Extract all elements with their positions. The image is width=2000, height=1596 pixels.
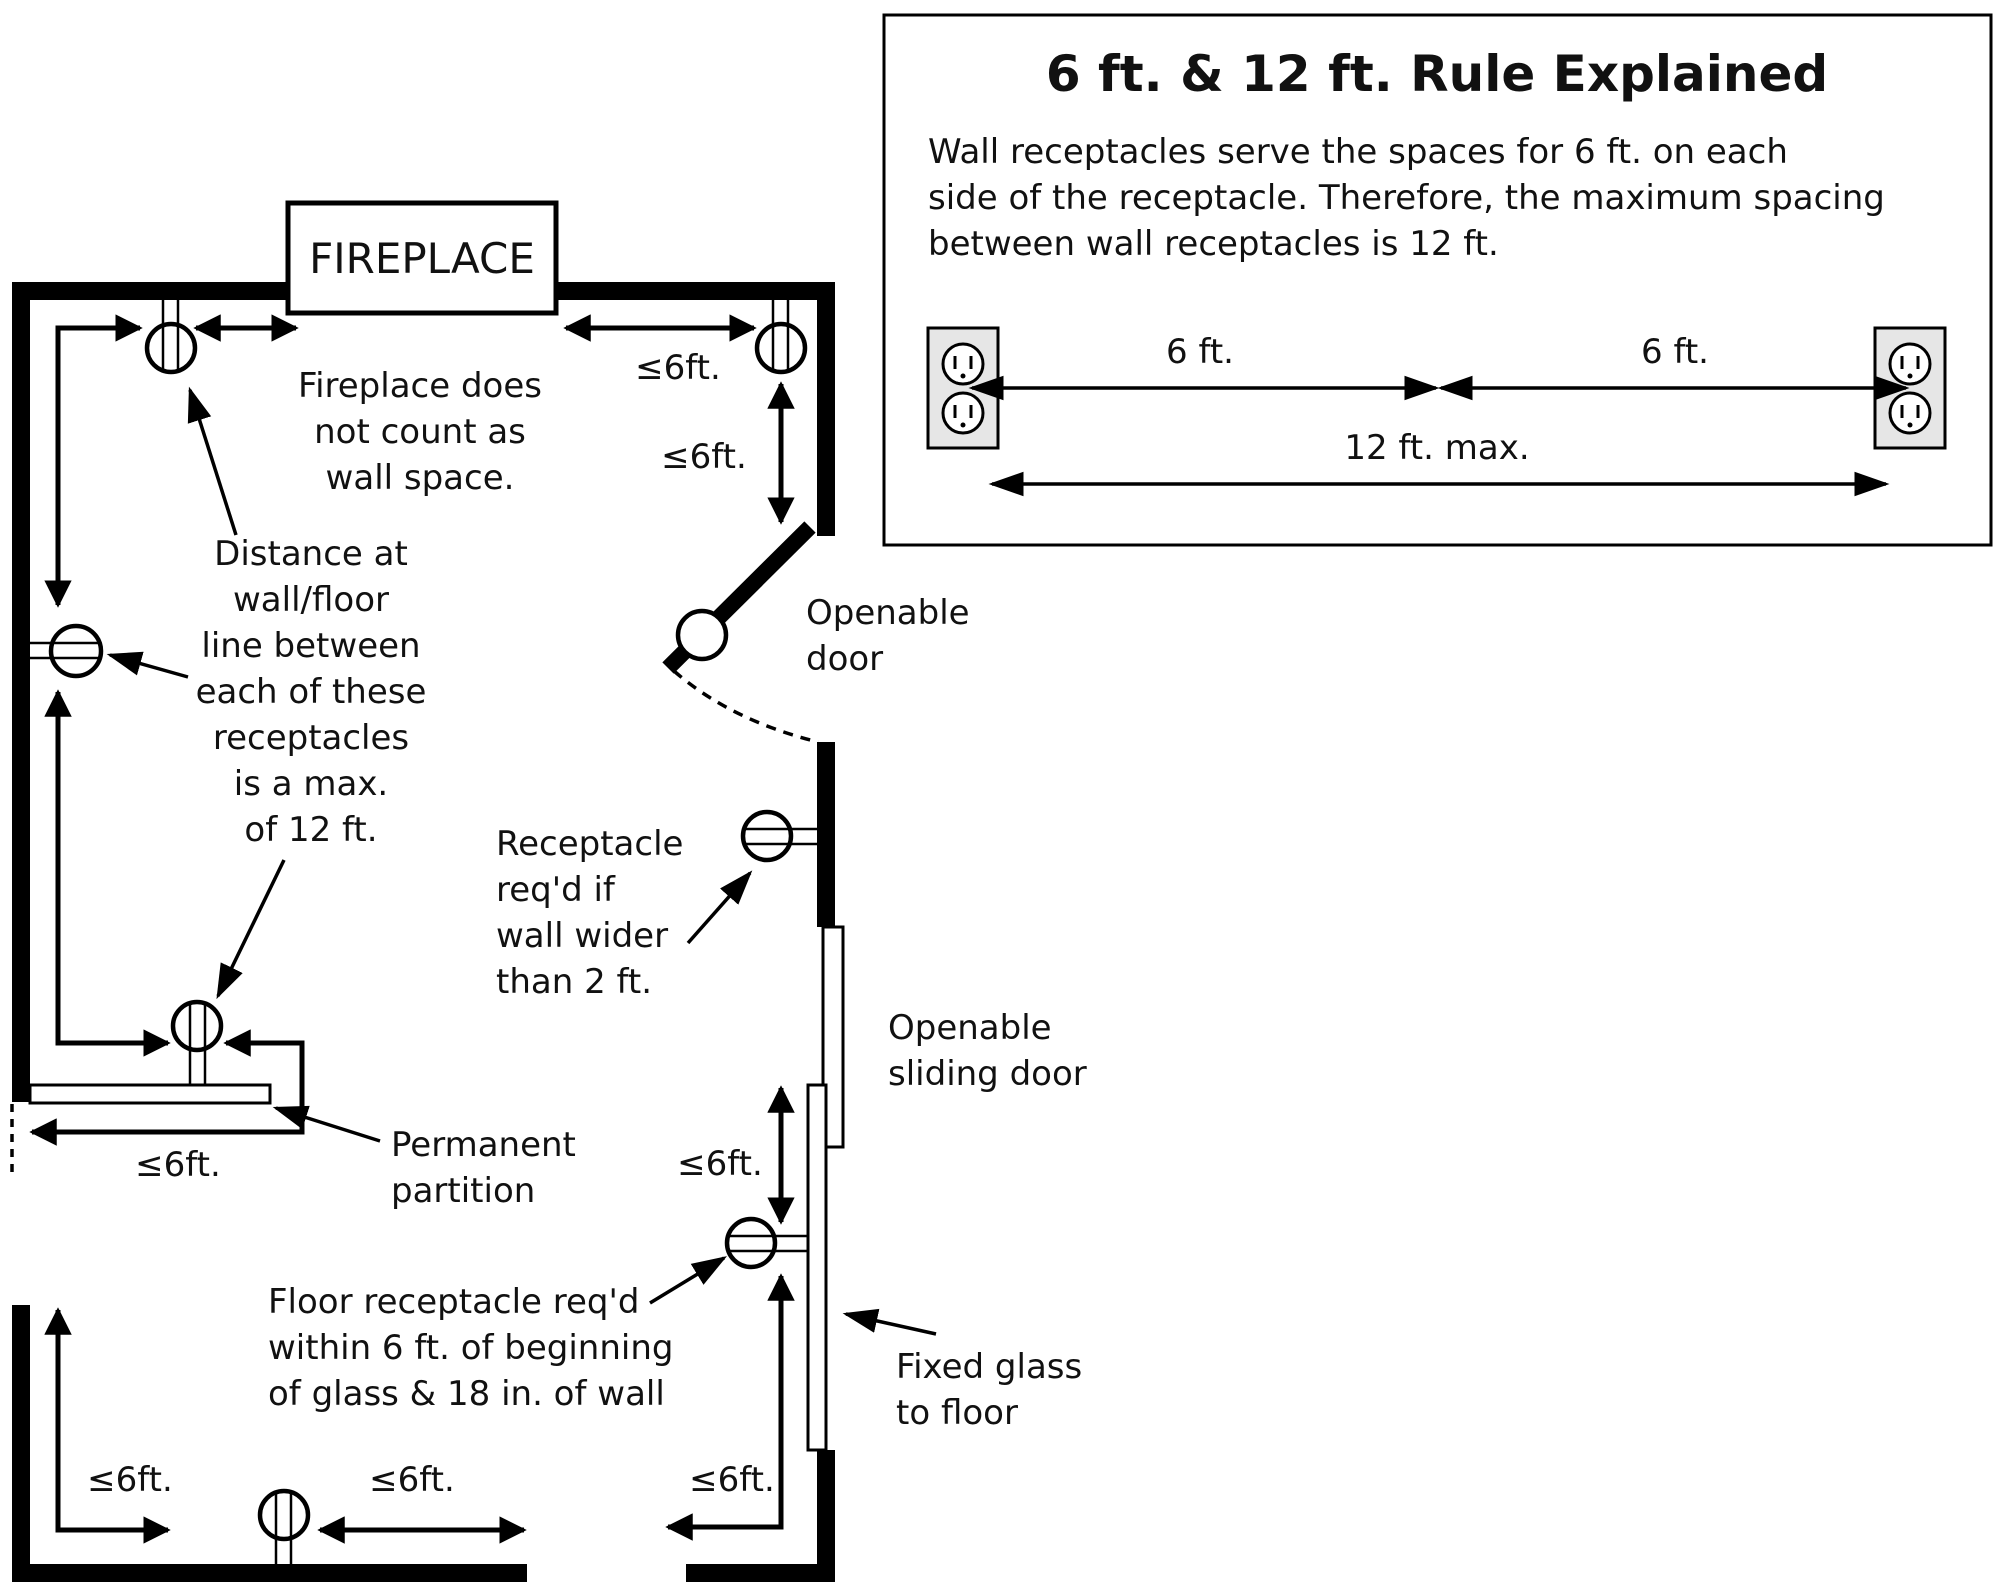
distance-line-2: wall/floor: [233, 580, 389, 620]
distance-line-4: each of these: [196, 672, 427, 712]
leader-lines: [106, 386, 937, 1336]
arrow-left-top-run: [44, 314, 143, 608]
rule-box-body-line-1: Wall receptacles serve the spaces for 6 …: [928, 132, 1788, 172]
distance-annotation: Distance at wall/floor line between each…: [196, 534, 427, 850]
distance-line-7: of 12 ft.: [244, 810, 377, 850]
rule-left-span-label: 6 ft.: [1166, 332, 1234, 372]
leader-fixed-glass: [842, 1308, 937, 1336]
walls: [12, 282, 835, 1582]
arrow-bottom-left: [44, 1307, 171, 1544]
outlet-left-icon: [926, 326, 1000, 450]
rule-box-body-line-2: side of the receptacle. Therefore, the m…: [928, 178, 1885, 218]
rule-box-body-line-3: between wall receptacles is 12 ft.: [928, 224, 1499, 264]
label-sliding-door-spacing: ≤6ft.: [677, 1144, 763, 1184]
arrow-partition-wrap: [29, 1029, 305, 1146]
label-bottom-middle: ≤6ft.: [369, 1460, 455, 1500]
wall-right-upper: [817, 282, 835, 536]
label-partition-spacing: ≤6ft.: [135, 1145, 221, 1185]
receptacle-top-left: [144, 300, 198, 375]
distance-line-6: is a max.: [234, 764, 389, 804]
receptacle-wall-line-3: wall wider: [496, 916, 668, 956]
fireplace-note-line-3: wall space.: [326, 458, 515, 498]
rule-total-span-label: 12 ft. max.: [1344, 428, 1529, 468]
leader-floor-receptacle: [649, 1256, 727, 1305]
dimension-arrows: [29, 314, 795, 1544]
partition-line-1: Permanent: [391, 1125, 576, 1165]
openable-door-line-2: door: [806, 639, 883, 679]
wall-top-right: [555, 282, 835, 300]
leader-distance-top: [187, 386, 238, 536]
wall-right-middle: [817, 742, 835, 927]
leader-distance-bottom: [216, 859, 286, 1000]
label-bottom-right: ≤6ft.: [689, 1460, 775, 1500]
floor-receptacle-annotation: Floor receptacle req'd within 6 ft. of b…: [268, 1282, 673, 1414]
wall-left-upper: [12, 282, 30, 1102]
floor-receptacle-line-2: within 6 ft. of beginning: [268, 1328, 673, 1368]
fixed-glass-line-1: Fixed glass: [896, 1347, 1082, 1387]
wall-right-lower: [817, 1450, 835, 1582]
wall-bottom-right: [686, 1564, 835, 1582]
outlet-right-icon: [1873, 326, 1947, 450]
distance-line-5: receptacles: [213, 718, 409, 758]
receptacle-bottom: [257, 1488, 311, 1564]
partition-annotation: Permanent partition: [391, 1125, 576, 1211]
distance-line-3: line between: [201, 626, 420, 666]
fireplace-note-line-2: not count as: [314, 412, 526, 452]
receptacle-door: [675, 608, 729, 662]
door-swing-arc: [672, 669, 819, 744]
receptacle-wall-line-1: Receptacle: [496, 824, 683, 864]
fixed-glass-panel: [806, 1083, 828, 1452]
wall-bottom-left: [12, 1564, 527, 1582]
fixed-glass-annotation: Fixed glass to floor: [896, 1347, 1082, 1433]
label-top-right-vertical: ≤6ft.: [661, 437, 747, 477]
sliding-door-line-2: sliding door: [888, 1054, 1087, 1094]
leader-receptacle-wall: [686, 870, 753, 945]
receptacle-left-wall: [30, 623, 104, 679]
receptacle-wall-annotation: Receptacle req'd if wall wider than 2 ft…: [496, 824, 683, 1002]
rule-box: 6 ft. & 12 ft. Rule Explained Wall recep…: [882, 13, 1993, 547]
floor-receptacle-line-3: of glass & 18 in. of wall: [268, 1374, 665, 1414]
rule-right-span-label: 6 ft.: [1641, 332, 1709, 372]
fireplace-note: Fireplace does not count as wall space.: [298, 366, 542, 498]
permanent-partition: [28, 1083, 272, 1105]
receptacle-partition: [170, 999, 224, 1085]
openable-door-annotation: Openable door: [806, 593, 970, 679]
leader-partition: [272, 1105, 381, 1143]
rule-box-title: 6 ft. & 12 ft. Rule Explained: [1046, 45, 1828, 103]
wall-left-lower: [12, 1305, 30, 1582]
arrow-left-lower-run: [44, 689, 171, 1057]
openable-door-line-1: Openable: [806, 593, 970, 633]
rule-box-frame: [882, 13, 1993, 547]
receptacle-floor: [724, 1216, 808, 1270]
sliding-door-panel: [821, 925, 845, 1149]
wall-top-left: [12, 282, 292, 300]
fireplace-box: [285, 200, 559, 316]
fireplace-label: FIREPLACE: [309, 234, 535, 283]
distance-line-1: Distance at: [214, 534, 408, 574]
label-bottom-left: ≤6ft.: [87, 1460, 173, 1500]
leader-distance-left: [106, 651, 189, 679]
label-top-right-horizontal: ≤6ft.: [635, 348, 721, 388]
fireplace-note-line-1: Fireplace does: [298, 366, 542, 406]
arrow-lower-right: [665, 1273, 795, 1541]
receptacle-wall-line-4: than 2 ft.: [496, 962, 652, 1002]
floor-receptacle-line-1: Floor receptacle req'd: [268, 1282, 639, 1322]
fixed-glass-line-2: to floor: [896, 1393, 1018, 1433]
receptacle-short-wall: [740, 809, 817, 863]
sliding-door-line-1: Openable: [888, 1008, 1052, 1048]
partition-line-2: partition: [391, 1171, 535, 1211]
receptacle-top-right: [754, 300, 808, 375]
sliding-door-annotation: Openable sliding door: [888, 1008, 1087, 1094]
receptacle-wall-line-2: req'd if: [496, 870, 616, 910]
